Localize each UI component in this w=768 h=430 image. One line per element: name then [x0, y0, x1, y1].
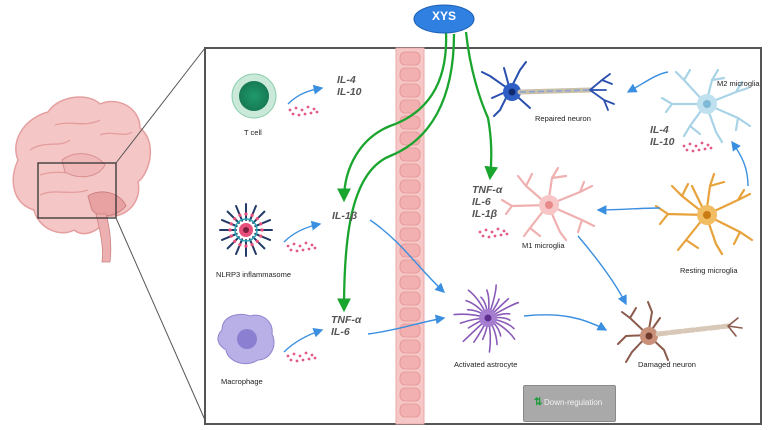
- cytokine-tnfa: TNF-α: [331, 314, 362, 326]
- pathway-arrows: [367, 71, 749, 335]
- cytokine-il6: IL-6: [472, 196, 491, 208]
- vessel-cell: [399, 403, 421, 418]
- vessel-cell: [399, 275, 421, 290]
- xys-node: [413, 4, 475, 34]
- vessel-cell: [399, 67, 421, 82]
- m1-microglia-icon: [500, 166, 596, 242]
- t-cell-label: T cell: [244, 128, 262, 137]
- zoom-line-top: [115, 47, 206, 164]
- vessel-cell: [399, 371, 421, 386]
- tcell-cytokines: IL-4 IL-10: [337, 74, 362, 98]
- zoom-line-bottom: [115, 217, 206, 421]
- cytokine-il10: IL-10: [337, 86, 362, 98]
- secretion-arrows: [283, 84, 324, 353]
- legend-label: Down-regulation: [544, 398, 603, 407]
- vessel-cell: [399, 259, 421, 274]
- activated-astrocyte-label: Activated astrocyte: [454, 360, 518, 369]
- vessel-cell: [399, 83, 421, 98]
- repaired-neuron-label: Repaired neuron: [535, 114, 591, 123]
- nlrp3-label: NLRP3 inflammasome: [216, 270, 292, 279]
- vessel-cell: [399, 227, 421, 242]
- zoom-box: [37, 162, 117, 219]
- xys-label: XYS: [431, 9, 456, 23]
- cytokine-il4: IL-4: [650, 124, 669, 136]
- xys-regulation-arrows: [337, 31, 499, 313]
- damaged-neuron-icon: [617, 301, 743, 363]
- vessel-cell: [399, 51, 421, 66]
- damaged-neuron-label: Damaged neuron: [638, 360, 696, 369]
- nlrp3-inflammasome-icon: [219, 203, 273, 257]
- m2-microglia-label: M2 microglia: [717, 79, 760, 88]
- macrophage-cytokines: TNF-α IL-6: [331, 314, 361, 338]
- cytokine-tnfa: TNF-α: [472, 184, 503, 196]
- resting-microglia-icon: [654, 172, 754, 256]
- vessel-cell: [399, 115, 421, 130]
- vessel-cell: [399, 243, 421, 258]
- macrophage-icon: [217, 313, 275, 365]
- m2-microglia-icon: [660, 68, 752, 144]
- vessel-cell: [399, 307, 421, 322]
- repaired-neuron-icon: [481, 61, 615, 117]
- m1-microglia-label: M1 microglia: [522, 241, 565, 250]
- vessel-cell: [399, 179, 421, 194]
- vessel-cell: [399, 163, 421, 178]
- vessel-cell: [399, 99, 421, 114]
- cytokine-dots: [286, 105, 713, 363]
- cytokine-il1b: IL-1β: [472, 208, 498, 220]
- t-cell-icon: [231, 73, 277, 119]
- cytokine-il6: IL-6: [331, 326, 350, 338]
- resting-microglia-label: Resting microglia: [680, 266, 738, 275]
- vessel-cell: [399, 211, 421, 226]
- cytokine-il4: IL-4: [337, 74, 356, 86]
- vessel-cell: [399, 147, 421, 162]
- blood-vessel: [395, 47, 425, 425]
- vessel-cell: [399, 339, 421, 354]
- brain-illustration: [12, 96, 152, 263]
- cytokine-il10: IL-10: [650, 136, 675, 148]
- activated-astrocyte-icon: [453, 284, 520, 353]
- up-down-arrow-icon: ⇅: [534, 397, 543, 408]
- nlrp3-cytokines: IL-1β: [332, 210, 357, 222]
- legend: ⇅ Down-regulation: [523, 385, 616, 422]
- cytokine-il1b: IL-1β: [332, 210, 358, 222]
- vessel-cell: [399, 355, 421, 370]
- vessel-cell: [399, 291, 421, 306]
- vessel-cell: [399, 387, 421, 402]
- vessel-cell: [399, 195, 421, 210]
- m1-cytokines: TNF-α IL-6 IL-1β: [472, 184, 502, 220]
- macrophage-label: Macrophage: [221, 377, 263, 386]
- m2-cytokines: IL-4 IL-10: [650, 124, 675, 148]
